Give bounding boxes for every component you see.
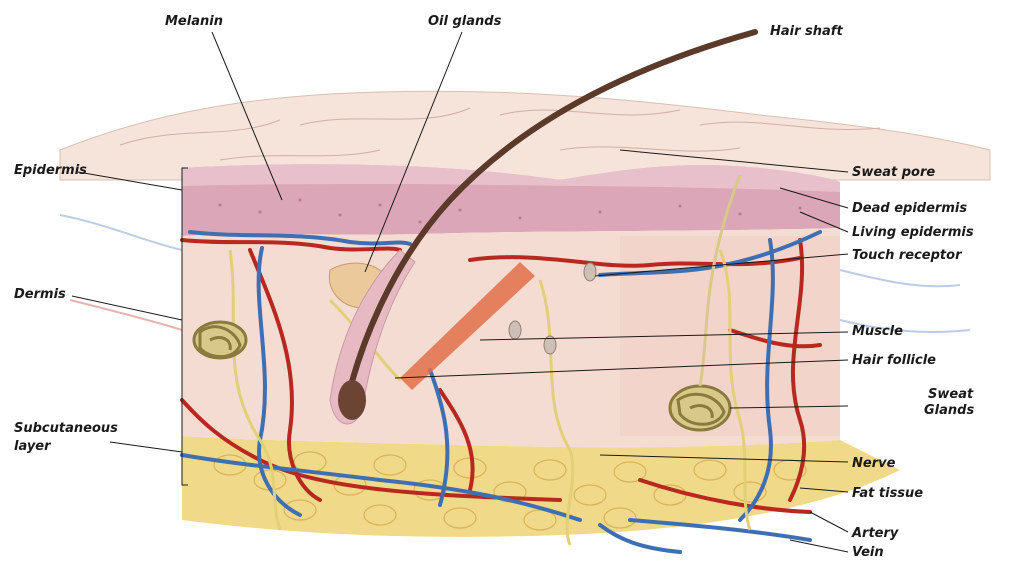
living-epidermis-label: Living epidermis: [852, 225, 974, 240]
sweat-glands-label-line1: Sweat: [928, 387, 974, 402]
epidermis-label: Epidermis: [14, 163, 87, 178]
hair-shaft-label: Hair shaft: [770, 24, 843, 39]
subcutaneous-label-line2: layer: [14, 439, 52, 454]
subcutaneous-label-line1: Subcutaneous: [14, 421, 118, 436]
artery-label: Artery: [851, 526, 899, 541]
oil-glands-label: Oil glands: [428, 14, 502, 29]
sweat-glands-label-line2: Glands: [924, 403, 974, 418]
dead-epidermis-label: Dead epidermis: [852, 201, 967, 216]
sweat-gland-right: [670, 386, 730, 430]
sweat-pore-label: Sweat pore: [852, 165, 935, 180]
vein-label: Vein: [852, 545, 884, 560]
sweat-gland-left: [194, 322, 246, 358]
hair-follicle-label: Hair follicle: [852, 353, 936, 368]
hair-bulb: [338, 380, 366, 420]
muscle-label: Muscle: [852, 324, 903, 339]
touch-receptor-label: Touch receptor: [852, 248, 963, 263]
nerve-label: Nerve: [852, 456, 896, 471]
melanin-label: Melanin: [165, 14, 223, 29]
dermis-label: Dermis: [14, 287, 66, 302]
fat-tissue-label: Fat tissue: [852, 486, 923, 501]
